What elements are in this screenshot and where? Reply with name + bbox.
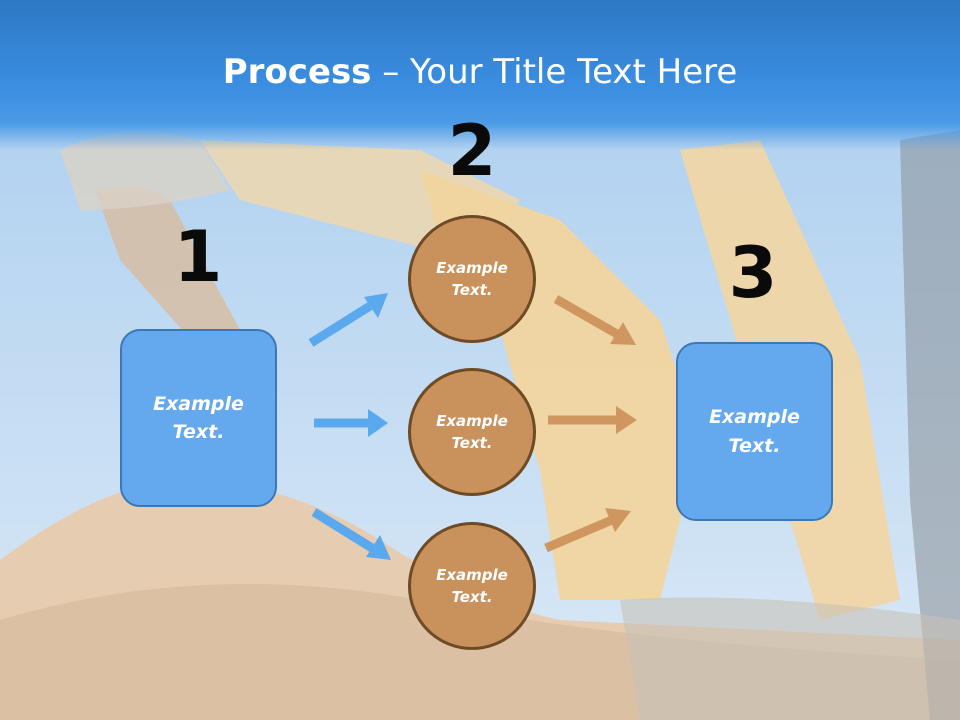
circle-3-label: Example Text. — [436, 565, 508, 607]
slide-title: Process – Your Title Text Here — [0, 52, 960, 92]
brown-arrow-down — [553, 295, 636, 345]
title-rest: – Your Title Text Here — [371, 52, 738, 92]
circle-1: Example Text. — [408, 215, 536, 343]
step-number-3: 3 — [728, 232, 778, 314]
blue-arrow-right — [314, 409, 388, 437]
brown-arrow-up — [544, 508, 631, 553]
step-3-label: Example Text. — [709, 406, 800, 457]
blue-arrow-up — [308, 293, 388, 347]
title-bar — [0, 0, 960, 150]
brown-arrow-right — [548, 406, 637, 434]
circle-1-label: Example Text. — [436, 258, 508, 300]
step-3-box: Example Text. — [676, 342, 833, 521]
step-1-box: Example Text. — [120, 329, 277, 507]
blue-arrow-down — [311, 508, 391, 560]
circle-2-label: Example Text. — [436, 411, 508, 453]
title-bold: Process — [222, 52, 372, 92]
circle-2: Example Text. — [408, 368, 536, 496]
circle-3: Example Text. — [408, 522, 536, 650]
step-number-1: 1 — [173, 216, 223, 298]
step-number-2: 2 — [447, 110, 497, 192]
step-1-label: Example Text. — [153, 392, 244, 444]
